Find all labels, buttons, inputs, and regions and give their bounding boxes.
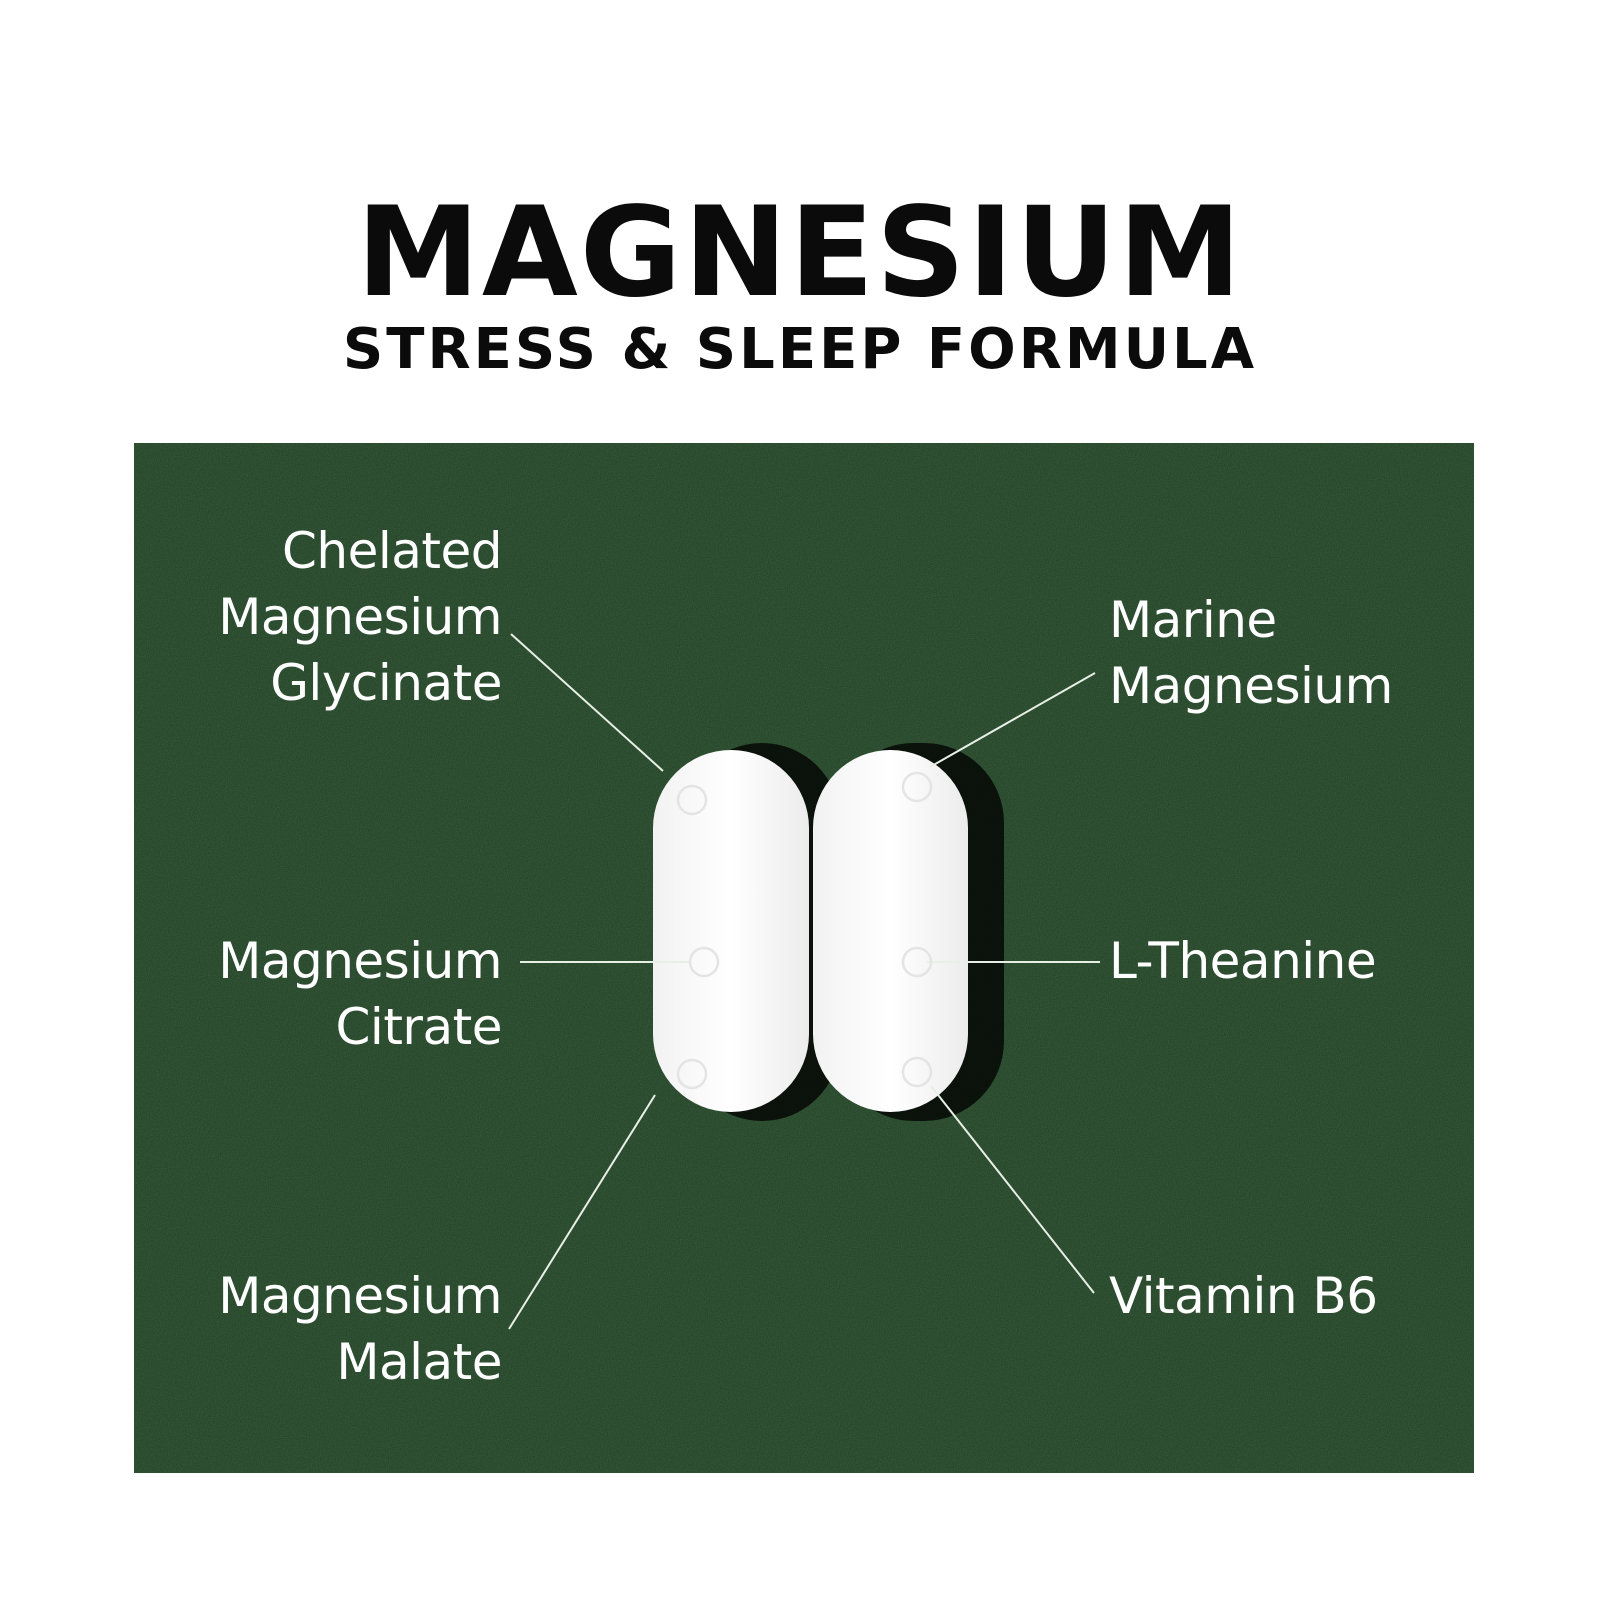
marker-ring-citrate — [688, 946, 720, 978]
marker-ring-glycinate — [676, 784, 708, 816]
leader-line-glycinate — [510, 633, 664, 772]
leader-line-malate — [508, 1094, 656, 1330]
product-subtitle: STRESS & SLEEP FORMULA — [342, 317, 1258, 382]
pill-left — [653, 750, 809, 1112]
product-title: MAGNESIUM — [356, 181, 1244, 325]
label-marine-magnesium: Marine Magnesium — [1109, 591, 1393, 715]
leader-line-marine — [929, 672, 1096, 768]
label-vitamin-b6: Vitamin B6 — [1109, 1267, 1378, 1325]
marker-ring-l-theanine — [901, 946, 933, 978]
label-l-theanine: L-Theanine — [1109, 932, 1377, 990]
leader-line-vitamin-b6 — [930, 1085, 1095, 1294]
label-magnesium-malate: Magnesium Malate — [218, 1267, 502, 1391]
marker-ring-malate — [676, 1058, 708, 1090]
pill-right — [813, 750, 968, 1112]
ingredient-panel: Chelated Magnesium Glycinate Magnesium C… — [134, 443, 1474, 1473]
marker-ring-vitamin-b6 — [901, 1056, 933, 1088]
label-chelated-glycinate: Chelated Magnesium Glycinate — [218, 522, 502, 712]
label-magnesium-citrate: Magnesium Citrate — [218, 932, 502, 1056]
marker-ring-marine — [901, 771, 933, 803]
pill-illustration — [134, 443, 1474, 1473]
